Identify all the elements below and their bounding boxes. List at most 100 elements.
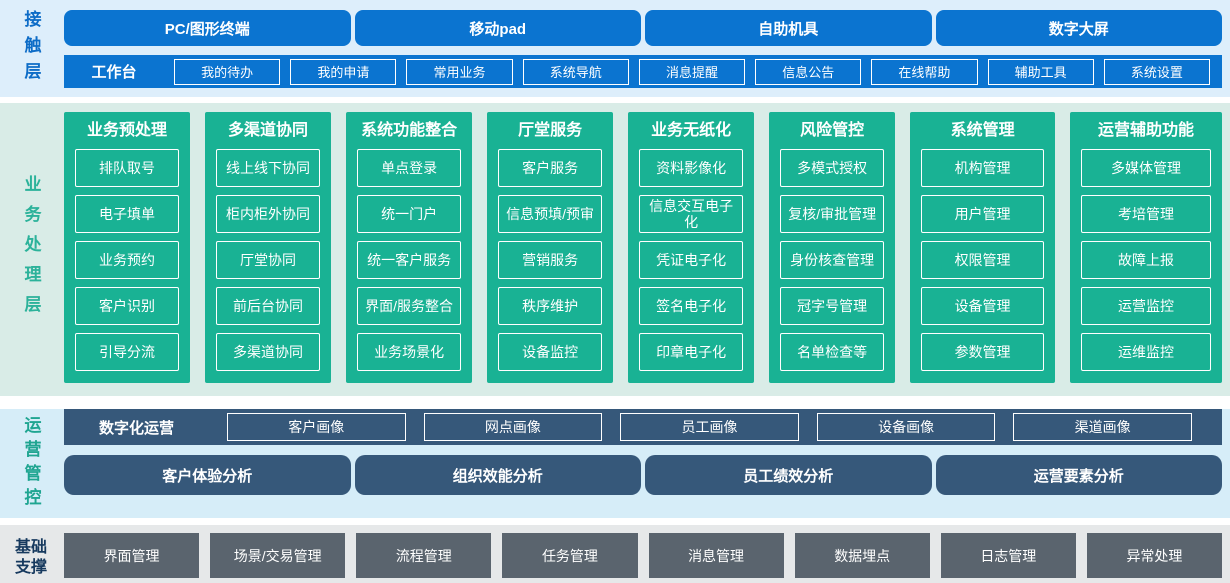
- foundation-scene-transaction: 场景/交易管理: [210, 533, 346, 578]
- biz-column-lobby-service: 厅堂服务 客户服务 信息预填/预审 营销服务 秩序维护 设备监控: [487, 112, 614, 383]
- digital-ops-bar: 数字化运营 客户画像 网点画像 员工画像 设备画像 渠道画像: [64, 409, 1222, 445]
- business-columns: 业务预处理 排队取号 电子填单 业务预约 客户识别 引导分流 多渠道协同 线上线…: [64, 103, 1222, 383]
- biz-item: 多媒体管理: [1080, 149, 1211, 187]
- foundation-log-management: 日志管理: [940, 533, 1076, 578]
- business-layer: 业务处理层 业务预处理 排队取号 电子填单 业务预约 客户识别 引导分流 多渠道…: [0, 103, 1230, 396]
- biz-item: 考培管理: [1080, 195, 1211, 233]
- biz-item: 营销服务: [498, 241, 603, 279]
- foundation-layer-gutter: 基础支撑: [0, 525, 62, 583]
- digital-ops-item-channel-profile: 渠道画像: [1013, 413, 1192, 441]
- biz-item: 业务预约: [75, 241, 180, 279]
- biz-item: 身份核查管理: [780, 241, 885, 279]
- biz-item: 界面/服务整合: [357, 287, 462, 325]
- digital-ops-label: 数字化运营: [98, 419, 174, 437]
- biz-item: 多渠道协同: [216, 333, 321, 371]
- biz-item: 运维监控: [1080, 333, 1211, 371]
- operations-layer-gutter: 运营管控: [0, 409, 62, 518]
- biz-item: 设备管理: [921, 287, 1044, 325]
- biz-item: 故障上报: [1080, 241, 1211, 279]
- biz-item: 线上线下协同: [216, 149, 321, 187]
- biz-item: 客户服务: [498, 149, 603, 187]
- workbench-item-common-business: 常用业务: [406, 58, 513, 85]
- foundation-ui-management: 界面管理: [64, 533, 200, 578]
- biz-item: 引导分流: [75, 333, 180, 371]
- biz-item: 权限管理: [921, 241, 1044, 279]
- terminal-mobile-pad: 移动pad: [354, 10, 641, 46]
- biz-column-title: 系统功能整合: [361, 122, 458, 139]
- digital-ops-item-branch-profile: 网点画像: [423, 413, 603, 441]
- workbench-item-notifications: 消息提醒: [638, 58, 746, 85]
- foundation-data-tracking: 数据埋点: [794, 533, 930, 578]
- workbench-item-online-help: 在线帮助: [871, 58, 978, 85]
- biz-column-title: 业务无纸化: [651, 122, 732, 139]
- foundation-message-management: 消息管理: [648, 533, 784, 578]
- contact-layer: 接触层 PC/图形终端 移动pad 自助机具 数字大屏 工作台 我的待办 我的申…: [0, 0, 1230, 97]
- analysis-employee-performance: 员工绩效分析: [645, 455, 932, 495]
- biz-item: 资料影像化: [639, 149, 744, 187]
- biz-item: 设备监控: [498, 333, 603, 371]
- biz-item: 统一门户: [357, 195, 462, 233]
- biz-column-system-integration: 系统功能整合 单点登录 统一门户 统一客户服务 界面/服务整合 业务场景化: [346, 112, 473, 383]
- workbench-item-aux-tools: 辅助工具: [987, 58, 1094, 85]
- digital-ops-item-customer-profile: 客户画像: [227, 413, 406, 441]
- workbench-item-applications: 我的申请: [290, 58, 397, 85]
- business-layer-label: 业务处理层: [21, 174, 41, 325]
- biz-item: 秩序维护: [498, 287, 603, 325]
- biz-item: 运营监控: [1080, 287, 1211, 325]
- terminal-row: PC/图形终端 移动pad 自助机具 数字大屏: [64, 0, 1222, 46]
- biz-item: 签名电子化: [639, 287, 744, 325]
- biz-item: 前后台协同: [216, 287, 321, 325]
- biz-item: 凭证电子化: [639, 241, 744, 279]
- foundation-exception-handling: 异常处理: [1086, 533, 1222, 578]
- terminal-pc: PC/图形终端: [64, 10, 351, 46]
- workbench-bar: 工作台 我的待办 我的申请 常用业务 系统导航 消息提醒 信息公告 在线帮助 辅…: [64, 55, 1222, 88]
- biz-item: 用户管理: [921, 195, 1044, 233]
- biz-item: 名单检查等: [780, 333, 885, 371]
- biz-item: 电子填单: [75, 195, 180, 233]
- business-layer-gutter: 业务处理层: [0, 103, 62, 396]
- biz-column-title: 厅堂服务: [518, 122, 583, 139]
- biz-column-title: 多渠道协同: [228, 122, 309, 139]
- biz-item: 复核/审批管理: [780, 195, 885, 233]
- biz-column-ops-auxiliary: 运营辅助功能 多媒体管理 考培管理 故障上报 运营监控 运维监控: [1069, 112, 1222, 383]
- biz-item: 印章电子化: [639, 333, 744, 371]
- foundation-task-management: 任务管理: [502, 533, 638, 578]
- contact-layer-label: 接触层: [21, 9, 41, 88]
- biz-column-title: 系统管理: [950, 122, 1015, 139]
- digital-ops-item-device-profile: 设备画像: [816, 413, 996, 441]
- foundation-row: 界面管理 场景/交易管理 流程管理 任务管理 消息管理 数据埋点 日志管理 异常…: [64, 525, 1222, 578]
- operations-layer: 运营管控 数字化运营 客户画像 网点画像 员工画像 设备画像 渠道画像 客户体验…: [0, 409, 1230, 518]
- biz-column-multichannel: 多渠道协同 线上线下协同 柜内柜外协同 厅堂协同 前后台协同 多渠道协同: [205, 112, 332, 383]
- digital-ops-item-employee-profile: 员工画像: [620, 413, 799, 441]
- contact-layer-gutter: 接触层: [0, 0, 62, 97]
- biz-item: 业务场景化: [357, 333, 462, 371]
- operations-layer-label: 运营管控: [21, 415, 41, 512]
- biz-column-preprocessing: 业务预处理 排队取号 电子填单 业务预约 客户识别 引导分流: [64, 112, 191, 383]
- biz-item: 冠字号管理: [780, 287, 885, 325]
- workbench-item-navigation: 系统导航: [522, 58, 629, 85]
- biz-item: 厅堂协同: [216, 241, 321, 279]
- terminal-self-service: 自助机具: [645, 10, 932, 46]
- foundation-layer-label: 基础支撑: [14, 538, 47, 576]
- biz-column-title: 风险管控: [800, 122, 865, 139]
- biz-item: 参数管理: [921, 333, 1044, 371]
- foundation-process-management: 流程管理: [356, 533, 492, 578]
- biz-column-risk-control: 风险管控 多模式授权 复核/审批管理 身份核查管理 冠字号管理 名单检查等: [769, 112, 896, 383]
- biz-item: 客户识别: [75, 287, 180, 325]
- biz-item: 排队取号: [75, 149, 180, 187]
- biz-item: 多模式授权: [780, 149, 885, 187]
- foundation-layer: 基础支撑 界面管理 场景/交易管理 流程管理 任务管理 消息管理 数据埋点 日志…: [0, 525, 1230, 583]
- biz-column-paperless: 业务无纸化 资料影像化 信息交互电子化 凭证电子化 签名电子化 印章电子化: [628, 112, 755, 383]
- biz-item: 单点登录: [357, 149, 462, 187]
- analysis-ops-elements: 运营要素分析: [935, 455, 1222, 495]
- biz-item: 统一客户服务: [357, 241, 462, 279]
- biz-item: 信息交互电子化: [639, 195, 744, 233]
- biz-column-title: 业务预处理: [87, 122, 168, 139]
- workbench-item-todo: 我的待办: [174, 58, 281, 85]
- terminal-digital-screen: 数字大屏: [935, 10, 1222, 46]
- biz-item: 机构管理: [921, 149, 1044, 187]
- analysis-org-efficiency: 组织效能分析: [354, 455, 641, 495]
- biz-item: 柜内柜外协同: [216, 195, 321, 233]
- workbench-item-announcements: 信息公告: [755, 58, 862, 85]
